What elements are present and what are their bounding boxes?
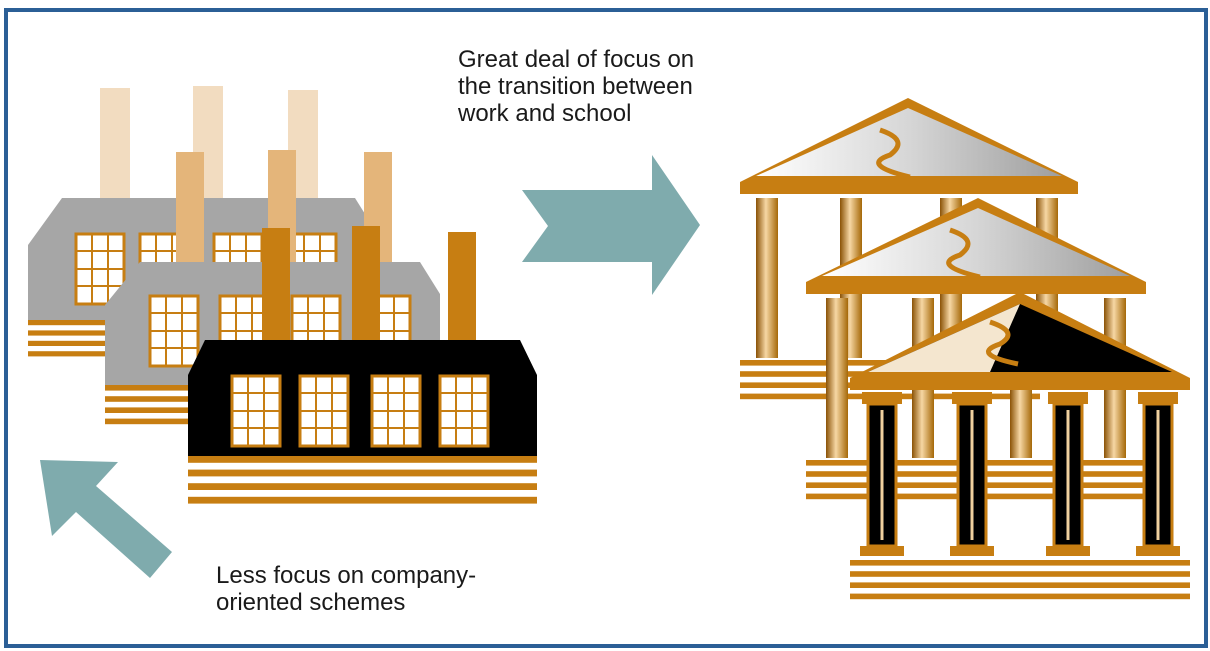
caption-top: Great deal of focus on the transition be… [458, 46, 695, 127]
temple-front [850, 292, 1190, 600]
factory-front [188, 226, 537, 504]
arrow-up-left-icon [40, 460, 172, 578]
caption-bottom: Less focus on company- oriented schemes [216, 562, 477, 616]
arrow-right-icon [522, 155, 700, 295]
